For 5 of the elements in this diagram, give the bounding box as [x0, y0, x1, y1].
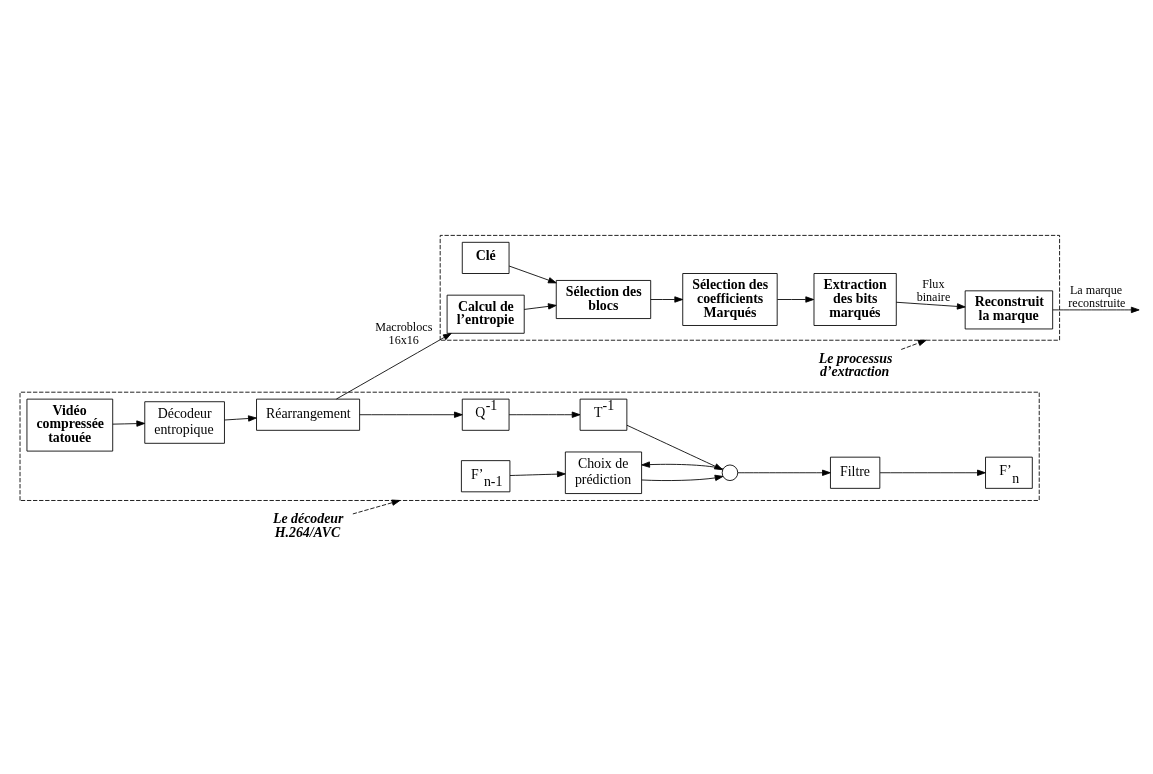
- edge-label: Flux binaire: [916, 276, 951, 304]
- node-text: Le décodeur H.264/AVC: [272, 510, 344, 540]
- edge-label: La marque reconstruite: [1068, 282, 1126, 310]
- node-text: Le processus d’extraction: [818, 350, 893, 380]
- edge-label: Macroblocs 16x16: [375, 319, 433, 347]
